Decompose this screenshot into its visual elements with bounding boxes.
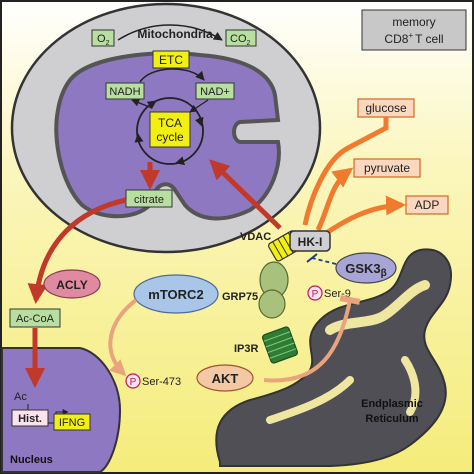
ser473-p-label: P [130,377,137,388]
nadh-box [105,82,145,100]
ip3r-label: IP3R [234,343,259,355]
etc-label: ETC [159,53,183,67]
pyruvate-label: pyruvate [364,161,410,175]
citrate-label: citrate [134,194,164,206]
nadh-label: NADH [109,86,140,98]
nad-to-tca-arrow [189,99,209,113]
akt-protein [196,364,254,392]
ser9-phospho-circle [307,285,323,301]
nadh-to-nad-arrow [139,68,205,83]
glucose-to-hk-arrow [302,117,389,226]
ser473-label: Ser-473 [142,376,181,388]
ser9-p-label: P [312,289,319,300]
akt-label: AKT [212,371,239,386]
nad-box [195,82,235,100]
accoa-label: Ac-CoA [16,313,55,325]
gsk3b-protein [335,252,397,284]
etc-box [152,50,190,69]
acly-label: ACLY [56,278,88,292]
tca-box [149,111,191,148]
histone-box [11,409,49,427]
acly-protein [43,269,101,299]
hk-to-pyruvate-arrow [315,167,354,232]
o2-box [91,29,115,47]
tca-arrow-4 [134,133,144,143]
memory-label-line2: CD8+T cell [384,31,443,46]
hk-to-adp-arrow [320,195,406,239]
er-lumen-fold-3 [401,356,420,416]
memory-cell-box [361,9,467,51]
pyruvate-box [353,158,421,178]
tca-arrow-3 [175,156,186,166]
ifng-box [53,413,91,431]
er-label-line1: Endplasmic [361,398,423,410]
o2-to-co2-arrow [117,24,223,41]
nad-label: NAD+ [200,86,230,98]
tca-arrow-2 [194,116,204,127]
co2-label: CO2 [230,33,251,47]
ifng-label: IFNG [59,417,85,429]
er-label-line2: Reticulum [365,413,418,425]
mtorc2-protein [133,274,219,314]
akt-to-gsk3-inhibition [263,295,361,383]
er-lumen-fold-2 [266,376,354,424]
co2-box [225,29,257,47]
adp-box [405,195,449,215]
tca-to-nadh-arrow [131,98,153,109]
tca-label-line2: cycle [156,130,184,144]
ip3r-channel [261,326,299,364]
ac-label: Ac [14,391,27,403]
histone-label: Hist. [18,413,42,425]
nucleus-label: Nucleus [10,454,53,466]
mitochondria-label: Mitochondria [137,27,213,41]
mtorc2-label: mTORC2 [148,287,203,302]
grp75-protein-lower [258,289,286,319]
tca-arrow-1 [146,100,157,110]
tca-cycle-ring [136,97,204,165]
memory-label-line1: memory [392,15,435,29]
gsk3b-label: GSK3β [345,261,387,279]
glucose-label: glucose [365,101,407,115]
gsk-inhibition-bar [306,253,318,263]
hk-label: HK-I [298,235,323,249]
mtorc2-to-akt-arrow [108,298,138,377]
adp-label: ADP [415,198,440,212]
vdac-label: VDAC [240,231,271,243]
citrate-box [125,189,173,208]
grp75-label: GRP75 [222,291,258,303]
tca-label-line1: TCA [158,116,182,130]
pyruvate-into-mito-arrow [209,159,282,230]
citrate-to-accoa-arrow [27,197,127,304]
ser9-label: Ser-9 [324,288,351,300]
ser473-phospho-circle [125,373,141,389]
hk-box [289,230,331,252]
accoa-box [9,308,61,328]
o2-label: O2 [97,33,110,47]
